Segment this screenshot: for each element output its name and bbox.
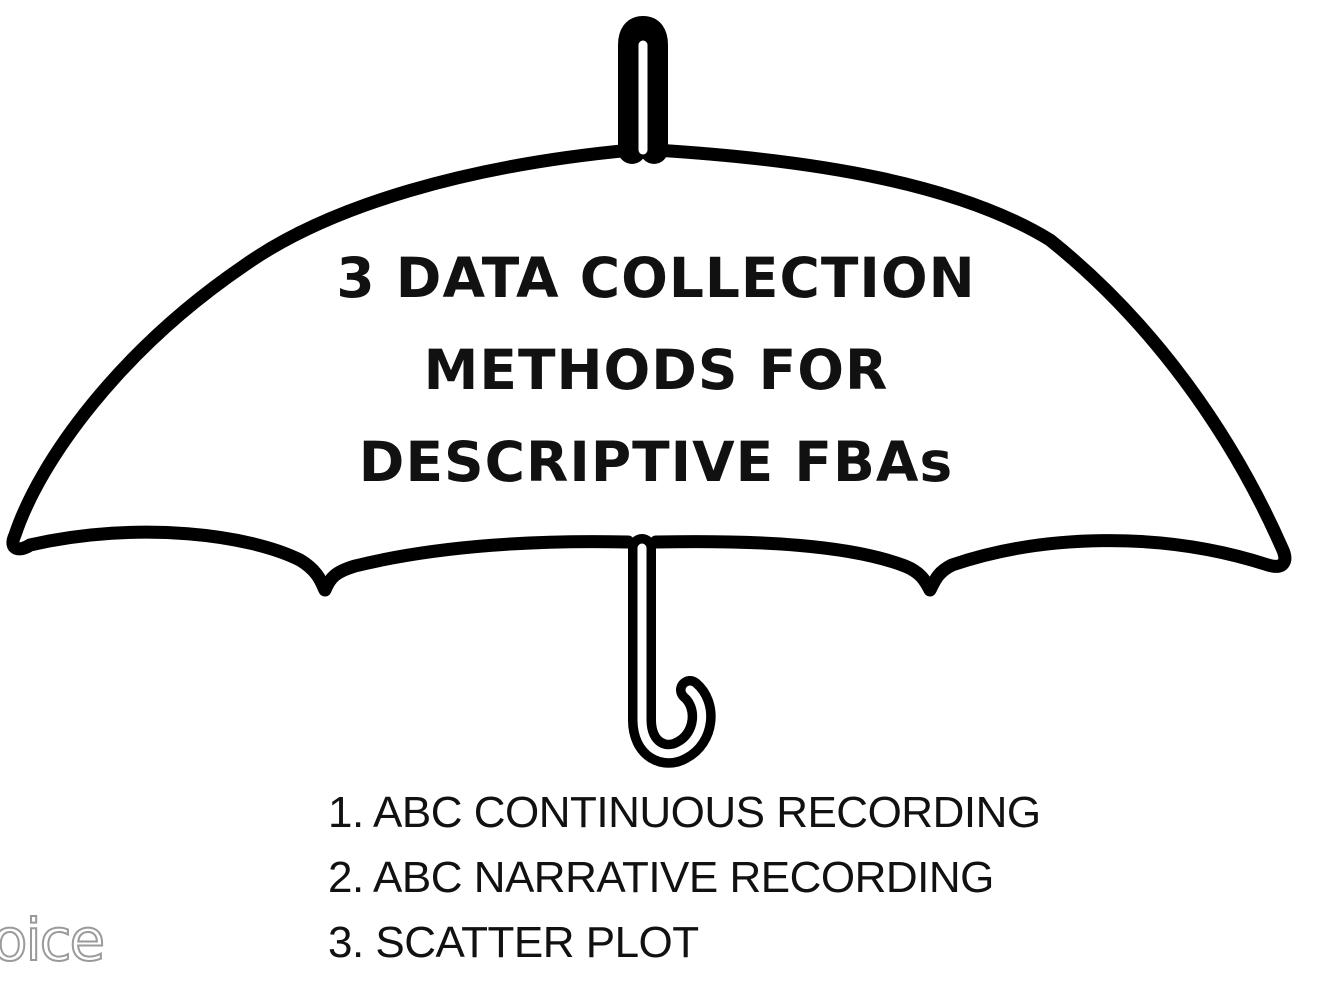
- slide-title: 3 DATA COLLECTION METHODS FOR DESCRIPTIV…: [300, 232, 1012, 508]
- umbrella-canopy: [6, 143, 1292, 597]
- methods-list: 1. ABC CONTINUOUS RECORDING 2. ABC NARRA…: [328, 780, 1041, 975]
- title-line-1: 3 DATA COLLECTION: [336, 246, 976, 310]
- umbrella-handle-inner: [637, 543, 707, 759]
- title-line-3: DESCRIPTIVE FBAs: [358, 430, 954, 494]
- umbrella-tip: [618, 16, 668, 164]
- umbrella-handle: [628, 534, 716, 768]
- method-item: 1. ABC CONTINUOUS RECORDING: [328, 788, 1041, 837]
- method-item: 2. ABC NARRATIVE RECORDING: [328, 853, 994, 902]
- watermark-logo: oice: [0, 905, 106, 975]
- method-item: 3. SCATTER PLOT: [328, 918, 699, 967]
- title-line-2: METHODS FOR: [423, 338, 889, 402]
